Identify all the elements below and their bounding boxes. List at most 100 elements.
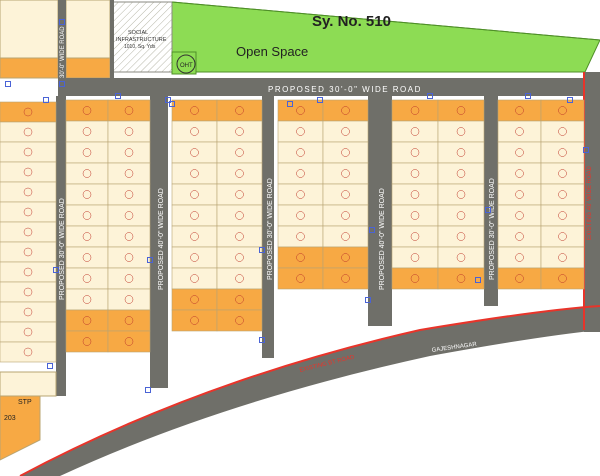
plot-number-marker [296, 169, 305, 178]
plot-cream [391, 162, 439, 185]
plot-orange [277, 246, 324, 269]
plot-cream [497, 225, 542, 248]
plot-number-marker [515, 127, 524, 136]
plot-number-marker [23, 147, 33, 157]
plot-number-marker [124, 211, 134, 220]
plot-cream [107, 120, 151, 143]
plot-cream [437, 162, 485, 185]
plot-orange [0, 101, 57, 123]
col-road-4-label: PROPOSED 30'-0" WIDE ROAD [267, 178, 274, 280]
plot-cream [107, 267, 151, 290]
plot-cream [171, 183, 218, 206]
plot-number-marker [410, 232, 420, 241]
plot-number-marker [410, 274, 420, 283]
plot-cream [171, 267, 218, 290]
plot-number-marker [82, 148, 92, 157]
plot-number-marker [190, 274, 199, 283]
plot-cream [65, 120, 109, 143]
plot-orange [322, 99, 369, 122]
plot-orange [277, 99, 324, 122]
plot-number-marker [82, 253, 92, 262]
plot-number-marker [23, 167, 33, 177]
plot-cream [65, 246, 109, 269]
plot-cream [107, 183, 151, 206]
plot-orange [322, 267, 369, 290]
plot-number-marker [190, 253, 199, 262]
plot-number-marker [190, 169, 199, 178]
plot-number-marker [456, 190, 466, 199]
plot-cream [216, 267, 263, 290]
road-network [56, 0, 600, 396]
plot-orange [497, 267, 542, 290]
plot-cream [277, 204, 324, 227]
plot-number-marker [410, 253, 420, 262]
plot-number-marker [456, 106, 466, 115]
plot-number-marker [124, 253, 134, 262]
plot-number-marker [456, 253, 466, 262]
plot-cream [0, 141, 57, 163]
plot-cream [171, 204, 218, 227]
plot-cream [391, 183, 439, 206]
plot-number-marker [296, 274, 305, 283]
plot-cream [65, 141, 109, 164]
plot-number-marker [23, 207, 33, 217]
plot-number-marker [124, 274, 134, 283]
plot-203-label: 203 [4, 415, 16, 422]
whp-marker [47, 363, 53, 369]
plot-orange [437, 99, 485, 122]
plot-cream [540, 183, 585, 206]
plot-number-marker [82, 127, 92, 136]
plot-cream [65, 225, 109, 248]
col-road-2-label: PROPOSED 30'-0" WIDE ROAD [59, 198, 66, 300]
plot-cream [497, 120, 542, 143]
plot-number-marker [190, 127, 199, 136]
plot-number-marker [341, 127, 350, 136]
plot-cream [171, 141, 218, 164]
plot-number-marker [23, 187, 33, 197]
plot-cream [391, 141, 439, 164]
plot-number-marker [124, 232, 134, 241]
plot-cream [0, 181, 57, 203]
whp-marker [53, 267, 59, 273]
plot-number-marker [410, 190, 420, 199]
whp-marker [147, 257, 153, 263]
plot-orange [0, 57, 59, 79]
plot-number-marker [558, 211, 567, 220]
plot-orange [322, 246, 369, 269]
plot-number-marker [82, 232, 92, 241]
top-road [58, 78, 600, 96]
plot-number-marker [515, 148, 524, 157]
col-road-5-label: PROPOSED 40'-0" WIDE ROAD [379, 188, 386, 290]
plot-cream [65, 204, 109, 227]
plot-cream [0, 281, 57, 303]
plot-cream [107, 162, 151, 185]
plot-orange [107, 99, 151, 122]
plot-cream [0, 161, 57, 183]
whp-marker [583, 147, 589, 153]
plot-number-marker [515, 106, 524, 115]
plot-cream [437, 225, 485, 248]
plot-cream [171, 162, 218, 185]
plot-number-marker [341, 232, 350, 241]
plot-cream [322, 225, 369, 248]
plot-cream [540, 141, 585, 164]
plot-orange [391, 99, 439, 122]
plot-cream [216, 225, 263, 248]
plot-cream-wedge [0, 371, 57, 397]
plot-number-marker [456, 211, 466, 220]
whp-marker [59, 19, 65, 25]
plot-cream [216, 183, 263, 206]
stp-label: STP [18, 399, 32, 406]
whp-marker [59, 81, 65, 87]
plot-cream [0, 301, 57, 323]
plot-cream [216, 120, 263, 143]
plot-number-marker [515, 190, 524, 199]
plot-cream [216, 204, 263, 227]
plot-number-marker [124, 148, 134, 157]
plot-number-marker [235, 211, 244, 220]
plot-cream [171, 246, 218, 269]
plot-orange [540, 99, 585, 122]
whp-marker [365, 297, 371, 303]
plot-number-marker [235, 274, 244, 283]
plot-number-marker [296, 148, 305, 157]
